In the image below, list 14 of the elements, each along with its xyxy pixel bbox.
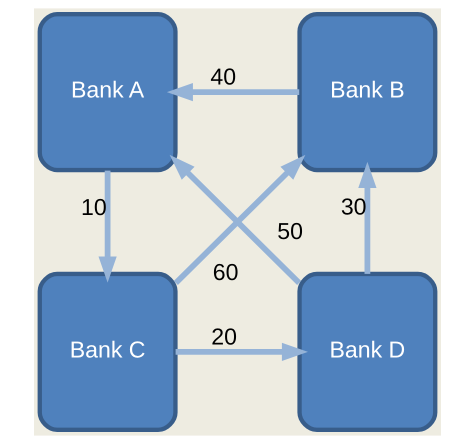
node-box: Bank D: [297, 272, 438, 432]
node-box: Bank B: [297, 12, 438, 172]
node-box: Bank A: [38, 12, 178, 172]
edge-label: 20: [211, 323, 237, 350]
edge-label: 10: [81, 194, 107, 220]
arrow: [176, 342, 308, 362]
edge-label: 50: [277, 218, 303, 244]
arrow: [166, 82, 300, 102]
edge-label: 60: [212, 258, 238, 285]
edge-label: 40: [210, 64, 236, 90]
arrow: [98, 170, 117, 283]
node-box: Bank C: [38, 272, 178, 432]
arrow: [358, 162, 377, 274]
edge-label: 30: [340, 194, 367, 220]
